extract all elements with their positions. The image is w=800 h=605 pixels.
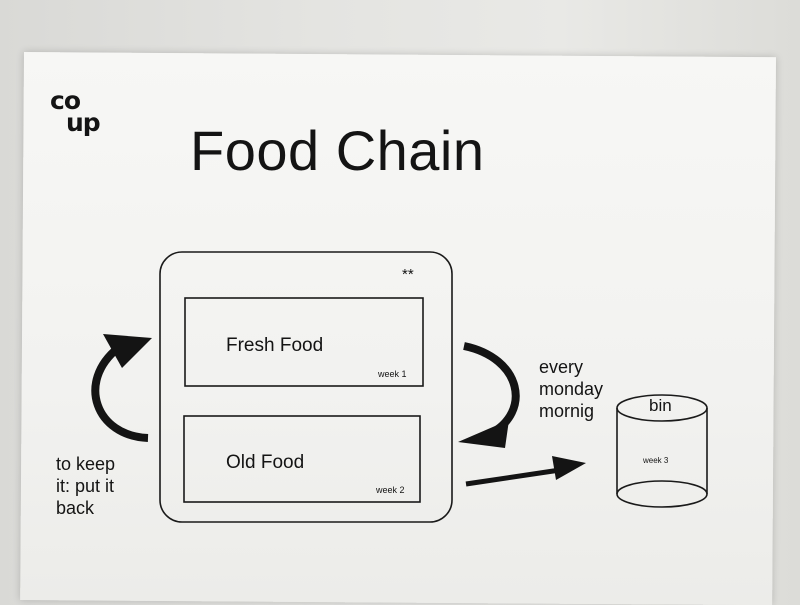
schedule-note: every monday mornig <box>539 356 603 422</box>
logo-line-2: up <box>66 108 101 137</box>
schedule-note-line: monday <box>539 379 604 399</box>
week-2-label: week 2 <box>376 485 405 495</box>
fresh-food-label: Fresh Food <box>226 335 324 356</box>
schedule-note-line: mornig <box>539 401 595 421</box>
coup-logo: co up <box>50 86 126 137</box>
fridge-marker: ** <box>402 266 414 283</box>
keep-note-line: to keep <box>56 454 116 474</box>
bin-label: bin <box>649 396 672 415</box>
old-food-shelf <box>183 415 421 503</box>
bin-cylinder-icon <box>616 394 708 508</box>
fresh-food-shelf <box>184 297 424 387</box>
curved-arrow-down-right-icon <box>458 342 520 448</box>
straight-arrow-right-icon <box>465 456 586 487</box>
fridge-outline <box>159 251 453 523</box>
week-3-label: week 3 <box>643 456 669 465</box>
poster-title: Food Chain <box>190 119 485 182</box>
keep-note-line: it: put it <box>56 476 115 496</box>
logo-line-1: co <box>50 86 81 115</box>
week-1-label: week 1 <box>378 369 407 379</box>
schedule-note-line: every <box>539 357 584 377</box>
keep-note: to keep it: put it back <box>56 453 115 519</box>
curved-arrow-up-left-icon <box>91 334 152 442</box>
old-food-label: Old Food <box>226 452 305 473</box>
keep-note-line: back <box>56 498 95 518</box>
